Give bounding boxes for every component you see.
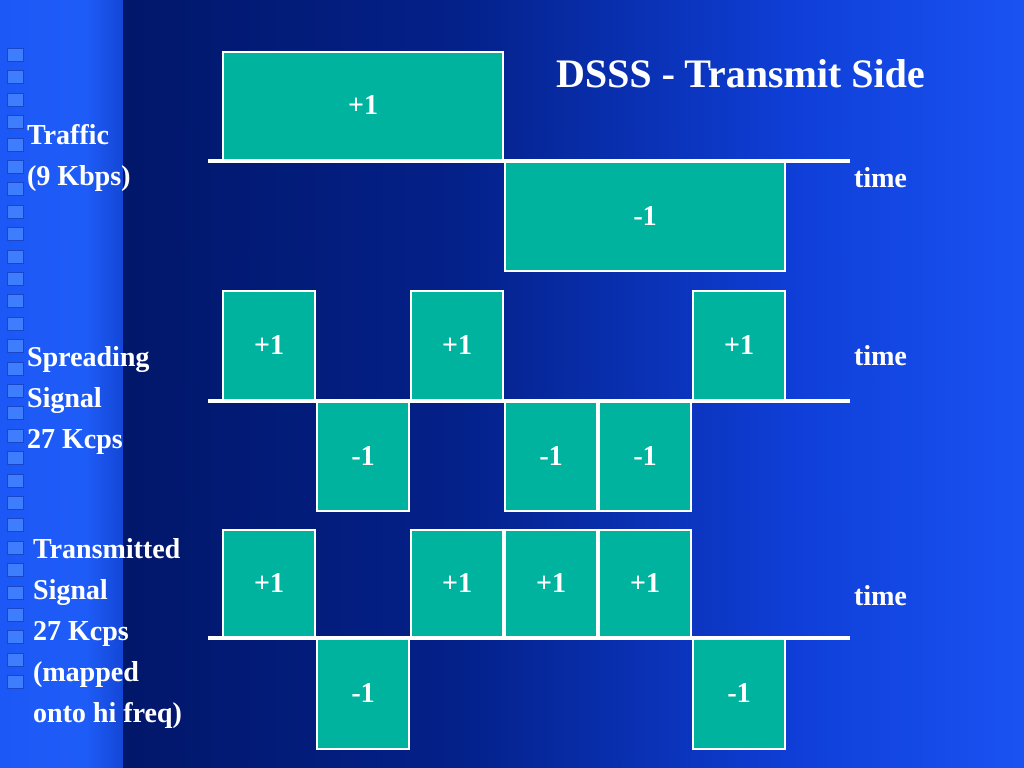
decorative-square [7,675,24,690]
transmitted-label-line: onto hi freq) [33,698,182,729]
decorative-square [7,585,24,600]
transmitted-baseline [208,636,850,640]
transmitted-label-line: Signal [33,575,108,606]
decorative-square [7,70,24,85]
transmitted-pulse: +1 [598,529,692,638]
transmitted-pulse-value: -1 [727,678,751,709]
decorative-square [7,204,24,219]
decorative-square [7,518,24,533]
spreading-pulse-value: -1 [633,440,657,472]
slide-title: DSSS - Transmit Side [556,51,925,96]
spreading-pulse: -1 [504,401,598,512]
decorative-square [7,182,24,197]
decorative-square [7,249,24,264]
spreading-pulse: +1 [222,290,316,401]
transmitted-pulse: +1 [222,529,316,638]
spreading-pulse: -1 [598,401,692,512]
traffic-label: Traffic (9 Kbps) [27,115,130,197]
spreading-pulse-value: +1 [442,329,472,361]
traffic-pulse-value: -1 [633,200,657,232]
time-axis-label: time [854,163,907,194]
transmitted-pulse: -1 [316,638,410,750]
decorative-square [7,630,24,645]
left-decorative-band [0,0,123,768]
transmitted-label: Transmitted Signal 27 Kcps (mapped onto … [33,529,182,734]
transmitted-pulse: -1 [692,638,786,750]
decorative-square [7,137,24,152]
decorative-square [7,428,24,443]
decorative-square [7,384,24,398]
spreading-pulse-value: +1 [254,329,284,361]
decorative-square [7,496,24,510]
decorative-square [7,294,24,309]
spreading-pulse: +1 [692,290,786,401]
decorative-square [7,473,24,488]
spreading-pulse: +1 [410,290,504,401]
spreading-label-line: 27 Kcps [27,424,123,455]
decorative-square [7,361,24,376]
traffic-pulse-value: +1 [348,90,378,121]
transmitted-pulse-value: +1 [442,567,472,599]
time-axis-label: time [854,341,907,372]
decorative-square [7,115,24,130]
decorative-square [7,406,24,421]
transmitted-pulse: +1 [410,529,504,638]
spreading-pulse-value: +1 [724,329,754,361]
spreading-pulse: -1 [316,401,410,512]
transmitted-label-line: (mapped [33,657,139,688]
decorative-square [7,652,24,667]
spreading-pulse-value: -1 [351,440,375,472]
decorative-square [7,316,24,331]
spreading-pulse-value: -1 [539,440,563,472]
traffic-pulse: -1 [504,161,786,272]
decorative-square [7,540,24,555]
transmitted-pulse-value: +1 [254,567,284,599]
time-axis-label: time [854,581,907,612]
decorative-square [7,160,24,174]
transmitted-label-line: Transmitted [33,534,181,565]
spreading-label-line: Spreading [27,342,150,373]
decorative-square [7,92,24,107]
transmitted-pulse-value: +1 [536,567,566,599]
transmitted-pulse: +1 [504,529,598,638]
decorative-square [7,227,24,242]
transmitted-pulse-value: -1 [351,678,375,709]
decorative-square [7,339,24,354]
decorative-square [7,608,24,622]
traffic-pulse: +1 [222,51,504,161]
spreading-label-line: Signal [27,383,102,414]
decorative-square [7,563,24,578]
spreading-label: Spreading Signal 27 Kcps [27,337,149,460]
decorative-square [7,451,24,466]
transmitted-label-line: 27 Kcps [33,616,129,647]
traffic-label-line: Traffic [27,120,109,151]
decorative-square [7,48,24,62]
transmitted-pulse-value: +1 [630,567,660,599]
traffic-label-line: (9 Kbps) [27,161,131,192]
decorative-square [7,272,24,286]
